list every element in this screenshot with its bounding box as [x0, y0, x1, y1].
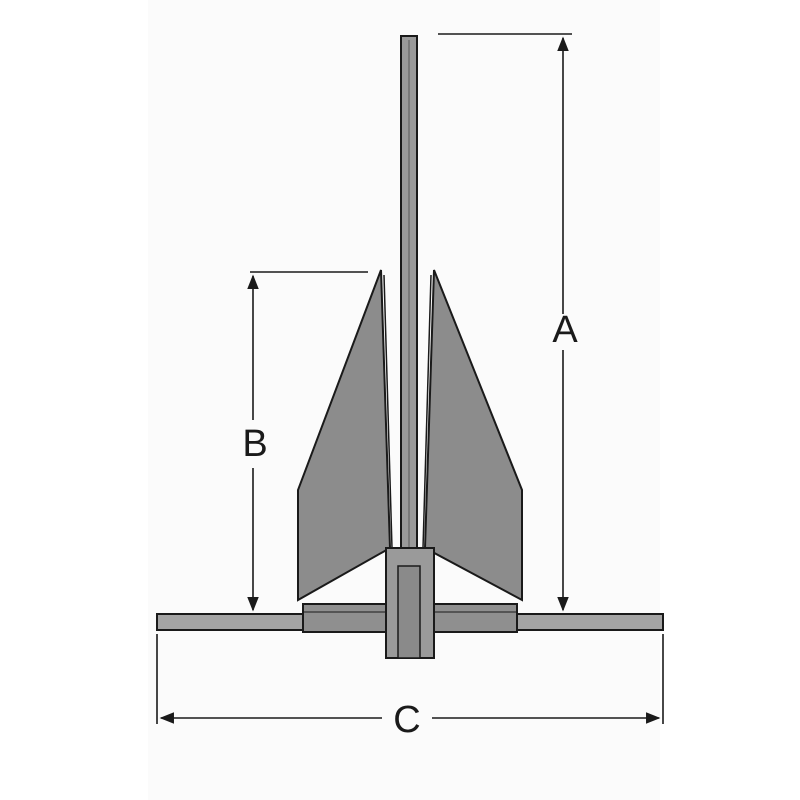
- dimension-b-label: B: [242, 423, 267, 465]
- left-fluke: [297, 269, 392, 602]
- right-fluke-edge: [422, 274, 432, 549]
- dimension-a-label: A: [552, 309, 578, 351]
- right-fluke: [423, 269, 523, 602]
- right-crown-plate: [433, 603, 518, 633]
- left-crown-plate: [302, 603, 387, 633]
- dimension-c-label: C: [393, 699, 420, 741]
- collar-socket: [397, 565, 421, 659]
- left-fluke-edge: [383, 274, 393, 549]
